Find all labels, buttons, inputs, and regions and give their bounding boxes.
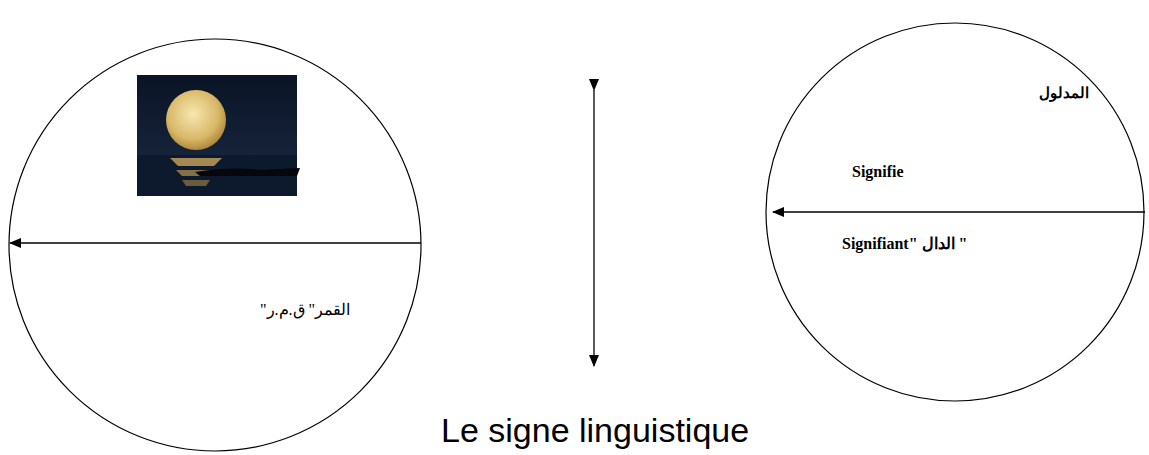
- concept-circle: المدلول SignifieSignifiant" الدال ": [765, 22, 1145, 402]
- circle-outline: [765, 22, 1145, 402]
- caption: Le signe linguistique: [441, 410, 749, 451]
- circle-outline: [8, 38, 422, 452]
- moon-picture: [137, 75, 300, 196]
- concept-label: القمر" ق.م.ر": [258, 300, 352, 319]
- concept-label: Signifie: [850, 162, 906, 181]
- double-arrow: [593, 90, 594, 366]
- concept-circle: القمر" ق.م.ر": [8, 38, 422, 452]
- concept-label: المدلول: [1037, 84, 1091, 102]
- concept-label: Signifiant" الدال ": [840, 234, 969, 253]
- arrow: [10, 242, 421, 243]
- arrow: [773, 211, 1145, 212]
